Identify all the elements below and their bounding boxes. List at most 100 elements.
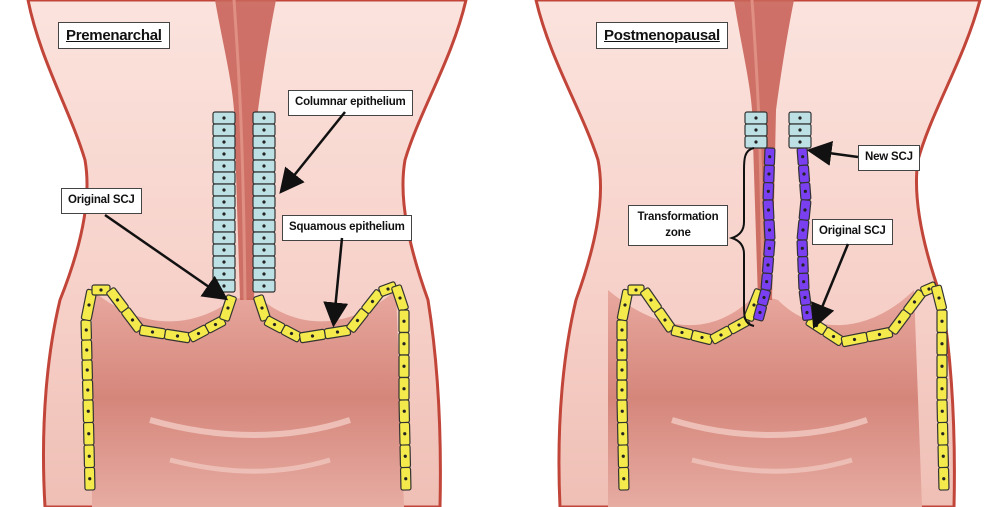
squamous-cell	[617, 340, 627, 360]
metaplastic-cell	[797, 148, 808, 166]
columnar-cell	[253, 244, 275, 256]
columnar-cell	[789, 136, 811, 148]
columnar-cell	[253, 256, 275, 268]
squamous-cell	[937, 355, 947, 378]
vaginal-vault	[608, 290, 922, 507]
columnar-cell	[213, 148, 235, 160]
postmenopausal-panel: Postmenopausal New SCJ Transformation zo…	[512, 0, 1004, 507]
columnar-epithelium-label: Columnar epithelium	[288, 90, 413, 116]
squamous-cell	[399, 333, 409, 356]
columnar-cell	[253, 172, 275, 184]
new-scj-label: New SCJ	[858, 145, 920, 171]
metaplastic-cell	[798, 273, 809, 290]
squamous-cell	[84, 445, 94, 468]
columnar-cell	[789, 124, 811, 136]
panel-divider	[492, 0, 512, 507]
postmenopausal-illustration	[512, 0, 1004, 507]
columnar-cell	[213, 268, 235, 280]
squamous-cell	[399, 378, 409, 401]
squamous-cell	[617, 360, 627, 380]
squamous-cell	[401, 467, 411, 490]
squamous-cell	[937, 333, 947, 356]
squamous-cell	[617, 400, 627, 423]
premenarchal-panel: Premenarchal Columnar epithelium Origina…	[0, 0, 492, 507]
columnar-cell	[213, 172, 235, 184]
columnar-cell	[213, 220, 235, 232]
premenarchal-illustration	[0, 0, 492, 507]
columnar-cell	[253, 160, 275, 172]
columnar-cell	[213, 112, 235, 124]
columnar-cell	[213, 196, 235, 208]
metaplastic-cell	[764, 165, 775, 183]
metaplastic-cell	[763, 200, 774, 220]
columnar-cell	[213, 184, 235, 196]
columnar-cell	[213, 124, 235, 136]
columnar-cell	[253, 124, 275, 136]
columnar-cell	[213, 160, 235, 172]
squamous-cell	[83, 400, 93, 423]
metaplastic-cell	[799, 200, 811, 221]
squamous-cell	[939, 467, 949, 490]
metaplastic-cell	[797, 240, 808, 257]
squamous-cell	[619, 467, 629, 490]
metaplastic-cell	[764, 220, 775, 240]
columnar-cell	[253, 136, 275, 148]
metaplastic-cell	[764, 240, 775, 257]
transformation-zone-line1: Transformation	[638, 211, 719, 223]
columnar-cell	[253, 112, 275, 124]
columnar-cell	[253, 220, 275, 232]
columnar-cell	[213, 256, 235, 268]
metaplastic-cell	[763, 182, 774, 200]
metaplastic-cell	[762, 256, 773, 273]
columnar-cell	[253, 232, 275, 244]
squamous-cell	[399, 400, 409, 423]
squamous-cell	[937, 310, 947, 333]
metaplastic-cell	[799, 289, 811, 305]
squamous-cell	[618, 445, 628, 468]
metaplastic-cell	[797, 220, 809, 241]
columnar-cell	[789, 112, 811, 124]
columnar-cell	[745, 124, 767, 136]
columnar-cell	[213, 244, 235, 256]
transformation-zone-line2: zone	[665, 227, 690, 239]
squamous-cell	[938, 422, 948, 445]
original-scj-label: Original SCJ	[812, 219, 893, 245]
metaplastic-cell	[801, 304, 813, 320]
columnar-cell	[213, 232, 235, 244]
metaplastic-cell	[800, 182, 811, 200]
columnar-cell	[253, 196, 275, 208]
squamous-cell	[399, 310, 409, 333]
columnar-cell	[253, 208, 275, 220]
columnar-cell	[213, 208, 235, 220]
squamous-cell	[399, 355, 409, 378]
columnar-cell	[253, 280, 275, 292]
metaplastic-cell	[798, 165, 809, 183]
columnar-cell	[745, 136, 767, 148]
squamous-cell	[617, 380, 627, 400]
squamous-cell	[618, 422, 628, 445]
transformation-zone-label: Transformation zone	[628, 205, 728, 246]
squamous-cell	[400, 422, 410, 445]
metaplastic-cell	[764, 148, 775, 166]
squamous-cell	[400, 445, 410, 468]
squamous-cell	[617, 320, 627, 340]
metaplastic-cell	[761, 273, 772, 290]
squamous-cell	[937, 400, 947, 423]
original-scj-label: Original SCJ	[61, 188, 142, 214]
columnar-cell	[213, 136, 235, 148]
columnar-cell	[253, 268, 275, 280]
metaplastic-cell	[798, 256, 809, 273]
squamous-cell	[82, 360, 92, 380]
columnar-cell	[213, 280, 235, 292]
squamous-cell	[937, 378, 947, 401]
columnar-cell	[745, 112, 767, 124]
columnar-cell	[253, 184, 275, 196]
squamous-cell	[83, 380, 93, 400]
squamous-cell	[938, 445, 948, 468]
squamous-cell	[84, 422, 94, 445]
panel-title: Premenarchal	[58, 22, 170, 49]
squamous-epithelium-label: Squamous epithelium	[282, 215, 412, 241]
squamous-cell	[82, 340, 92, 360]
panel-title: Postmenopausal	[596, 22, 728, 49]
squamous-cell	[85, 467, 95, 490]
